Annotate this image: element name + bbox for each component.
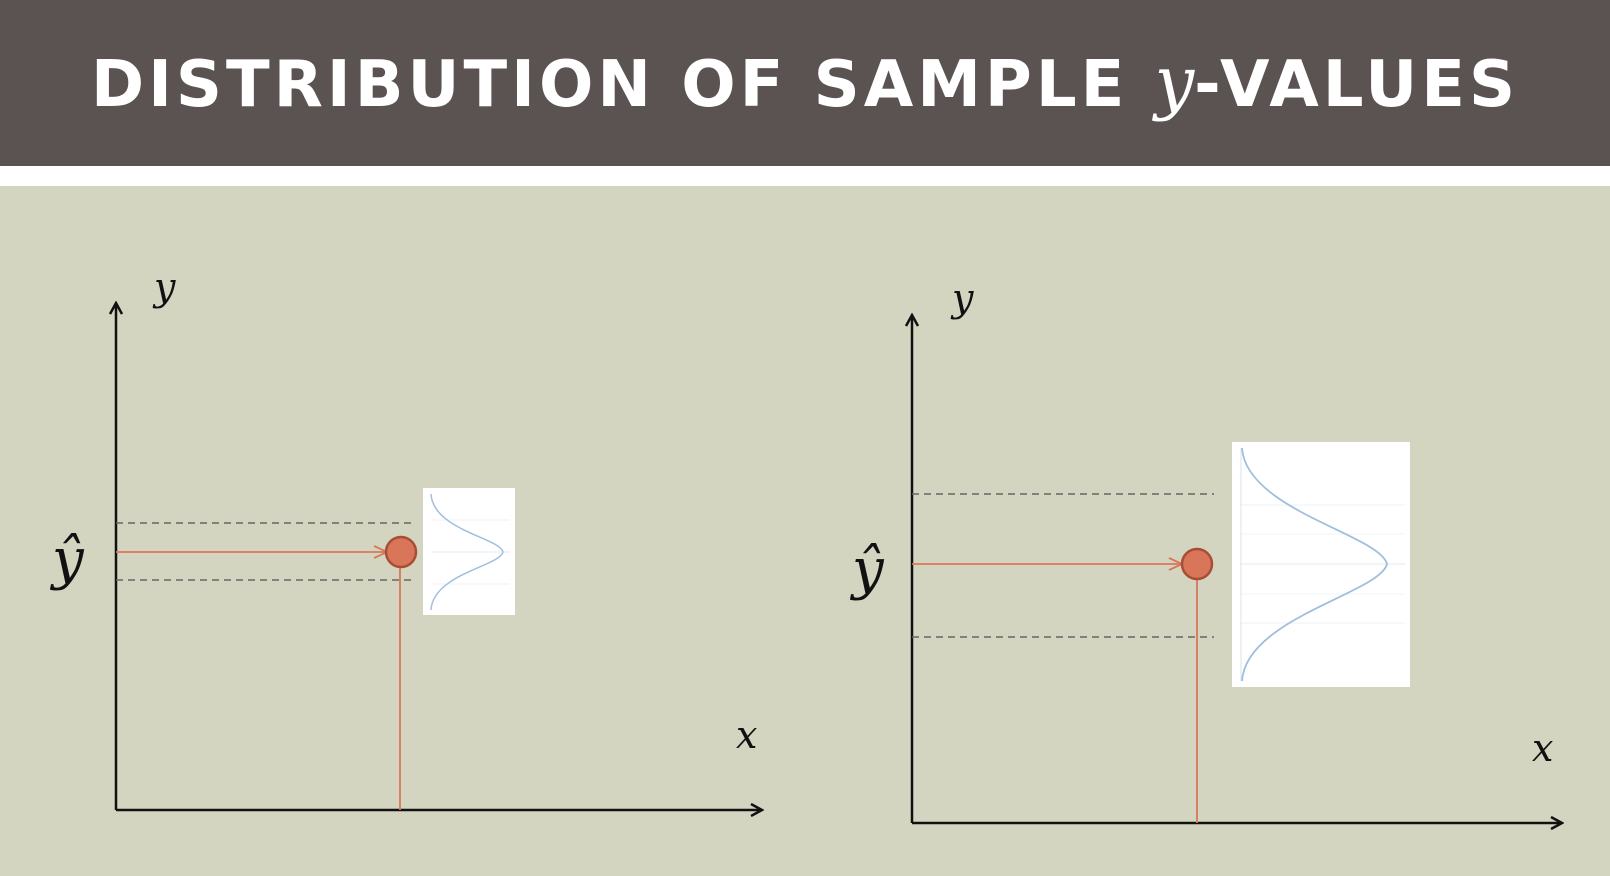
panel-left: y x ŷ [49,265,762,810]
distribution-box [1232,442,1410,687]
y-hat-label: ŷ [849,537,885,602]
y-axis-label: y [152,265,176,309]
title-divider [0,166,1610,186]
title-bar: DISTRIBUTION OF SAMPLE y-VALUES [0,0,1610,166]
title-suffix: -VALUES [1194,48,1520,122]
y-hat-label: ŷ [49,527,85,592]
slide-title: DISTRIBUTION OF SAMPLE y-VALUES [91,41,1519,123]
title-prefix: DISTRIBUTION OF SAMPLE [90,48,1155,122]
predicted-point [1180,547,1214,581]
panel-right: y x ŷ [849,276,1562,823]
x-axis-label: x [736,713,757,757]
y-axis-label: y [950,276,974,320]
normal-curve [430,493,504,611]
predicted-point [384,535,418,569]
x-axis-label: x [1532,726,1553,770]
normal-curve [1241,447,1388,682]
title-variable: y [1154,41,1195,123]
distribution-box [423,488,515,615]
